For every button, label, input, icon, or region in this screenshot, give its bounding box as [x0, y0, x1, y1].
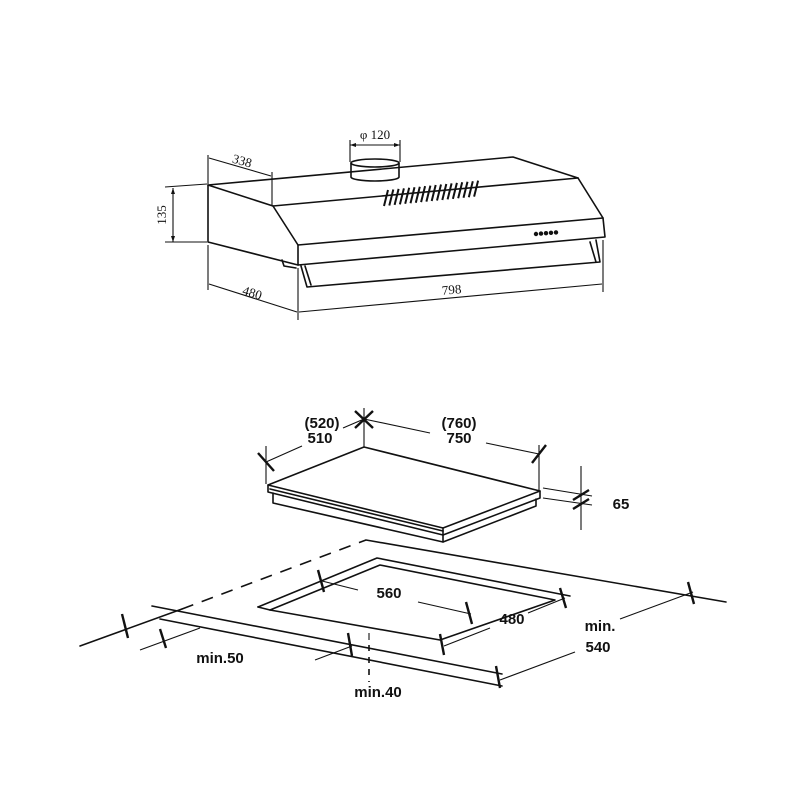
vent-slot: [420, 185, 427, 203]
range-hood-dimensions: φ 120 338 135 480 798: [154, 127, 604, 320]
vent-slot: [436, 184, 442, 201]
vent-slot: [388, 189, 395, 206]
vent-slot: [425, 185, 432, 202]
min-depth-prefix-label: min.: [585, 618, 616, 635]
vent-slot: [462, 181, 469, 198]
depth-label: 480: [241, 283, 264, 303]
vent-slot: [398, 188, 405, 205]
cutout-width-label: 560: [376, 585, 401, 602]
cutout-depth-label: 480: [499, 611, 524, 628]
control-buttons: [533, 230, 559, 237]
hob-width-label: 750: [446, 430, 471, 447]
duct-diameter-label: φ 120: [360, 127, 390, 142]
vent-slot: [451, 182, 458, 200]
top-depth-label: 338: [231, 151, 254, 171]
vent-slot: [446, 183, 453, 200]
hob-width-alt-label: (760): [441, 415, 476, 432]
vent-slot: [457, 182, 464, 199]
hob-dimensions: (520) 510 (760) 750 65: [257, 408, 630, 530]
range-hood-drawing: [207, 156, 606, 288]
width-label: 798: [441, 281, 462, 298]
vent-slot: [441, 183, 448, 201]
min-depth-value-label: 540: [585, 639, 610, 656]
hob-depth-label: 510: [307, 430, 332, 447]
vent-slot: [393, 188, 400, 206]
height-label: 135: [154, 205, 169, 225]
vent-slot: [409, 187, 416, 204]
hob-depth-alt-label: (520): [304, 415, 339, 432]
worktop-cutout-dimensions: 560 480 min. 540 min.50 min.40: [120, 569, 696, 701]
vent-slot: [383, 189, 389, 207]
hob-thickness-label: 65: [613, 496, 630, 513]
min-side-label: min.50: [196, 650, 244, 667]
vent-slot: [414, 186, 421, 203]
vent-slot: [473, 180, 480, 197]
vent-slot: [430, 184, 437, 202]
worktop-cutout-drawing: [79, 539, 727, 687]
vent-slot: [404, 187, 411, 205]
hob-drawing: [267, 446, 541, 543]
duct-collar: [350, 158, 400, 182]
vent-grille: [383, 180, 480, 207]
min-front-label: min.40: [354, 684, 402, 701]
vent-slot: [467, 180, 474, 198]
